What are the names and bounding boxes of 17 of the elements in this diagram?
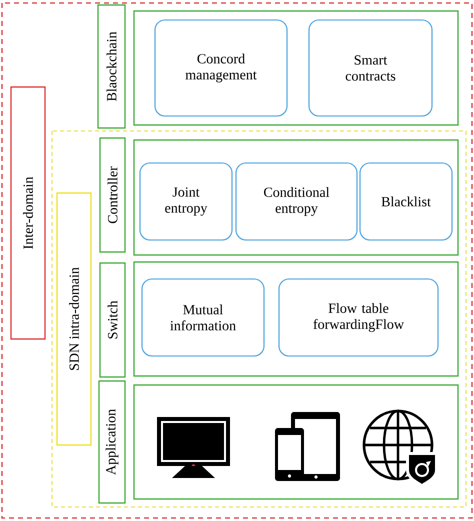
layer-panel [133, 384, 459, 500]
module-box: Joint entropy [139, 162, 233, 241]
module-box: Flow table forwardingFlow [278, 278, 439, 357]
layer-label: SDN intra-domain [56, 192, 92, 446]
module-box: Mutual information [141, 278, 265, 357]
module-box: Blacklist [359, 162, 453, 241]
module-box: Conditional entropy [235, 162, 358, 241]
layer-panel [133, 10, 459, 126]
layer-label: Inter-domain [10, 86, 46, 340]
layer-panel [133, 139, 459, 256]
module-box: Smart contracts [308, 19, 433, 117]
layer-label: Blaockchain [97, 4, 126, 129]
layer-label: Controller [99, 137, 126, 253]
layer-label: Switch [99, 262, 126, 378]
module-box: Concord management [154, 19, 288, 117]
layer-panel [133, 261, 459, 377]
layer-label: Application [98, 380, 126, 504]
